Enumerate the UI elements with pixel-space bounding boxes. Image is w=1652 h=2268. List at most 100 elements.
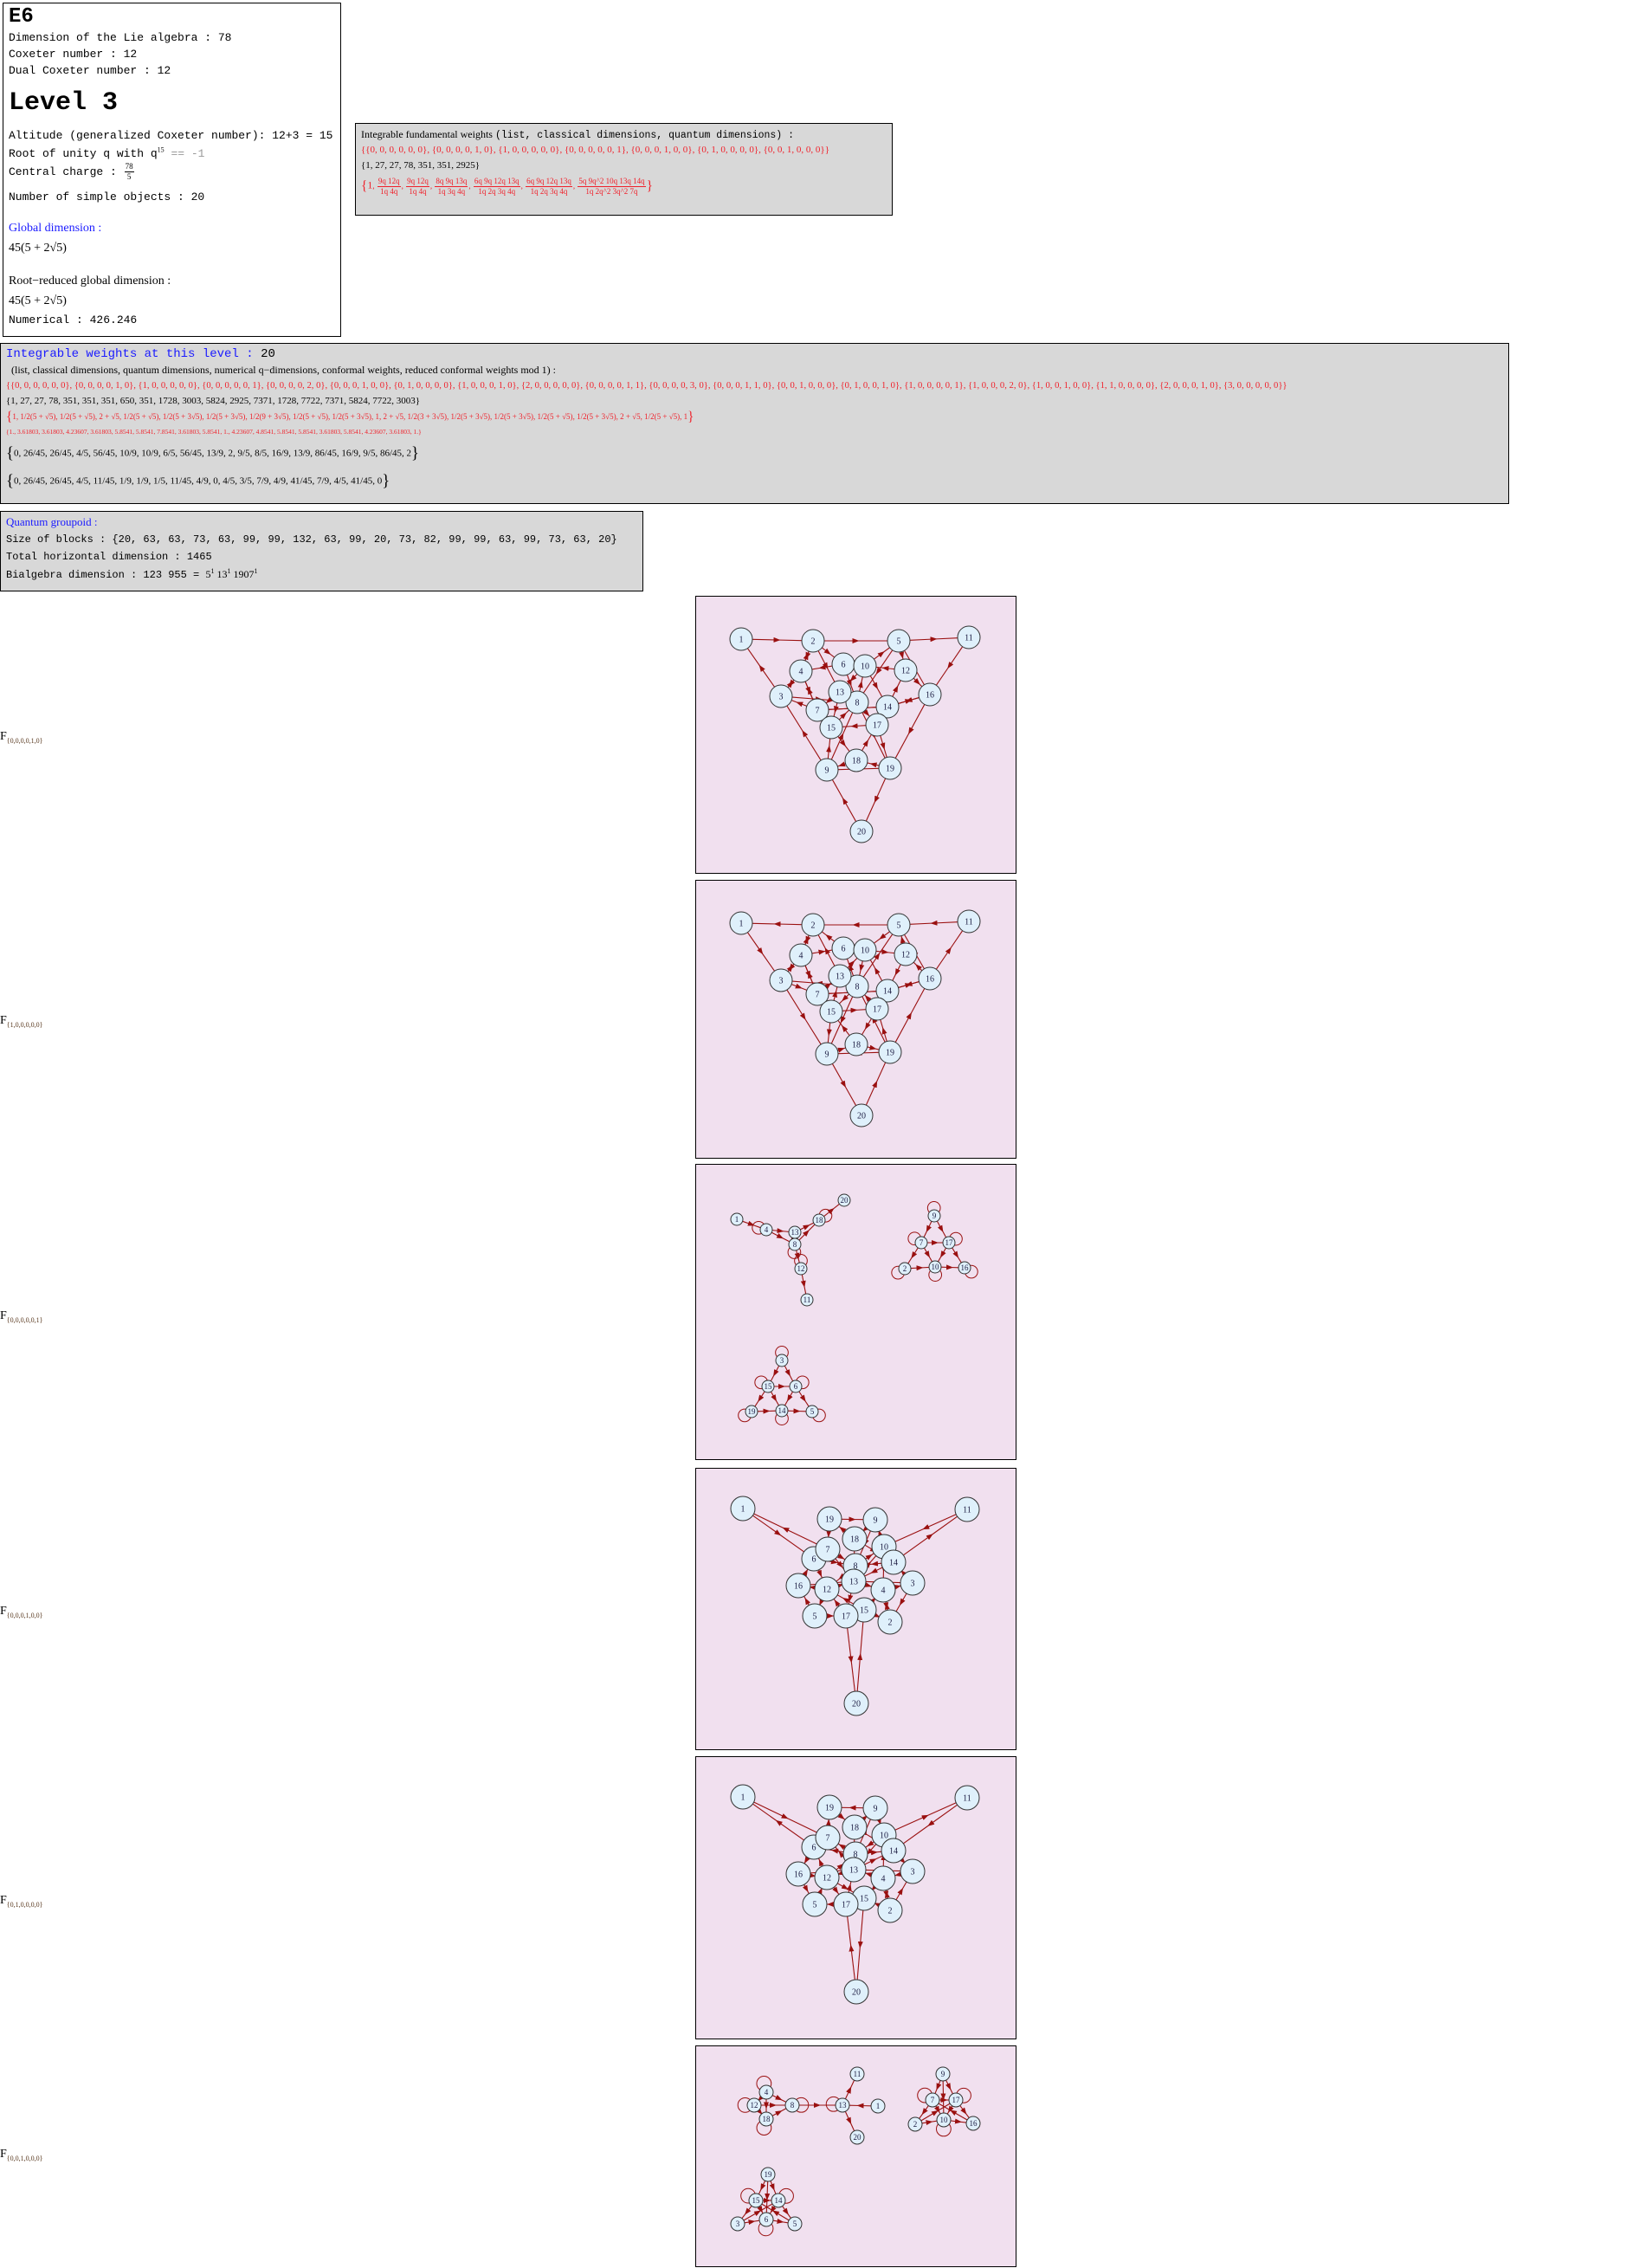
graph-node-label: 20 xyxy=(852,1988,861,1998)
conformal-weight: 16/9 xyxy=(272,449,289,459)
graph-node: 6 xyxy=(759,2213,773,2226)
graph-edge xyxy=(849,2105,871,2106)
graph-node: 2 xyxy=(878,1610,902,1634)
graph-edge xyxy=(758,2097,761,2100)
graph-node: 11 xyxy=(958,626,980,649)
reduced-conformal-weight: 41/45 xyxy=(290,476,312,487)
blocks-line: Size of blocks : {20, 63, 63, 73, 63, 99… xyxy=(6,533,617,546)
graph-node: 3 xyxy=(900,1571,925,1595)
graph-edge xyxy=(860,677,863,692)
graph-node: 6 xyxy=(832,653,855,675)
fusion-label-weight: {0,0,1,0,0,0} xyxy=(7,2155,43,2162)
fusion-graph-label: F{1,0,0,0,0,0} xyxy=(0,1014,42,1028)
graph-node-label: 17 xyxy=(842,1901,850,1910)
graph-edge xyxy=(943,2081,944,2113)
graph-node: 6 xyxy=(790,1380,802,1392)
quantum-dim-denominator: 1q 2q 3q 4q xyxy=(530,187,569,196)
graph-node-label: 1 xyxy=(735,1215,739,1224)
graph-node-label: 4 xyxy=(881,1875,886,1884)
graph-edge xyxy=(960,2105,969,2117)
graph-edge xyxy=(752,923,802,924)
graph-node: 4 xyxy=(790,944,812,966)
graph-edge xyxy=(838,736,849,751)
graph-node: 18 xyxy=(845,1033,868,1056)
graph-node-label: 8 xyxy=(855,699,860,708)
graph-node: 12 xyxy=(894,659,917,682)
graph-node: 7 xyxy=(915,1237,927,1249)
graph-edge xyxy=(865,995,870,1001)
bialgebra-prefix: Bialgebra dimension : 123 955 = xyxy=(6,569,205,581)
graph-node: 9 xyxy=(816,759,838,781)
reduced-conformal-weight: 26/45 xyxy=(23,476,45,487)
graph-edge xyxy=(804,1569,808,1575)
factor-base: 1907 xyxy=(233,568,254,580)
quantum-dim-numerator: 6q 9q 12q 13q xyxy=(474,178,520,187)
graph-edge xyxy=(862,1018,872,1035)
graph-node-label: 8 xyxy=(793,1240,797,1249)
graph-edge xyxy=(820,1600,822,1605)
graph-node: 8 xyxy=(789,1238,801,1250)
graph-edge xyxy=(951,2121,966,2123)
graph-node: 15 xyxy=(749,2194,763,2207)
graph-node-label: 16 xyxy=(794,1871,803,1880)
graph-node: 14 xyxy=(881,1550,906,1574)
graph-edge xyxy=(876,667,894,669)
graph-node: 2 xyxy=(878,1898,902,1922)
integrable-title-text: Integrable weights at this level : xyxy=(6,347,261,361)
graph-edge xyxy=(783,2207,791,2219)
graph-edge xyxy=(924,1248,932,1262)
fusion-graph-label: F{0,0,0,1,0,0} xyxy=(0,1605,42,1619)
graph-node: 9 xyxy=(863,1508,887,1532)
graph-node-label: 15 xyxy=(827,1008,836,1018)
graph-edge xyxy=(747,649,774,688)
graph-node-label: 10 xyxy=(861,947,869,956)
reduced-conformal-weight: 26/45 xyxy=(50,476,72,487)
fusion-label-main: F xyxy=(0,2148,7,2161)
graph-edge xyxy=(865,1585,871,1586)
graph-edge xyxy=(805,966,813,984)
graph-node: 16 xyxy=(919,967,941,990)
factor-base: 13 xyxy=(216,568,227,580)
graph-edge xyxy=(743,1221,761,1227)
graph-node-label: 15 xyxy=(752,2196,761,2205)
graph-edge xyxy=(895,1874,901,1876)
graph-edge xyxy=(935,2080,940,2093)
graph-node-label: 12 xyxy=(823,1586,831,1595)
graph-edge xyxy=(895,1515,956,1542)
fundamental-title-text: Integrable fundamental weights xyxy=(361,128,495,140)
graph-node-label: 14 xyxy=(883,987,892,997)
graph-node: 7 xyxy=(926,2093,939,2107)
graph-node-label: 18 xyxy=(850,1535,859,1545)
dimension-line: Dimension of the Lie algebra : 78 xyxy=(9,31,231,44)
graph-node-label: 19 xyxy=(886,1049,894,1058)
graph-edge xyxy=(771,1366,778,1381)
graph-edge xyxy=(771,2181,776,2194)
graph-node-label: 14 xyxy=(778,1406,787,1415)
graph-edge xyxy=(873,1887,875,1890)
graph-node: 4 xyxy=(871,1578,895,1602)
graph-node-label: 12 xyxy=(823,1874,831,1884)
graph-edge xyxy=(800,1223,813,1230)
graph-node-label: 5 xyxy=(813,1612,817,1622)
global-dimension-value: 45(5 + 2√5) xyxy=(9,242,67,255)
graph-edge xyxy=(752,639,802,640)
graph-node: 1 xyxy=(730,912,752,934)
graph-edge xyxy=(868,1047,880,1050)
graph-edge xyxy=(896,1593,907,1612)
conformal-weight: 16/9 xyxy=(341,449,358,459)
fusion-label-main: F xyxy=(0,1309,7,1322)
quantum-dim-value: 1/2(5 + √5) xyxy=(20,412,55,421)
graph-node: 2 xyxy=(802,630,824,652)
graph-edge xyxy=(857,1910,863,1980)
graph-edge xyxy=(810,1876,815,1877)
graph-node-label: 3 xyxy=(779,977,784,986)
graph-node-label: 1 xyxy=(741,1793,745,1803)
graph-node-label: 1 xyxy=(741,1505,745,1515)
bialgebra-factors: 51 131 19071 xyxy=(205,568,257,580)
graph-edge xyxy=(895,1586,901,1587)
graph-node-label: 18 xyxy=(816,1216,824,1224)
quantum-dim-denominator: 1q 2q^2 3q^2 7q xyxy=(584,187,638,196)
reduced-conformal-weight: 4/9 xyxy=(274,476,286,487)
